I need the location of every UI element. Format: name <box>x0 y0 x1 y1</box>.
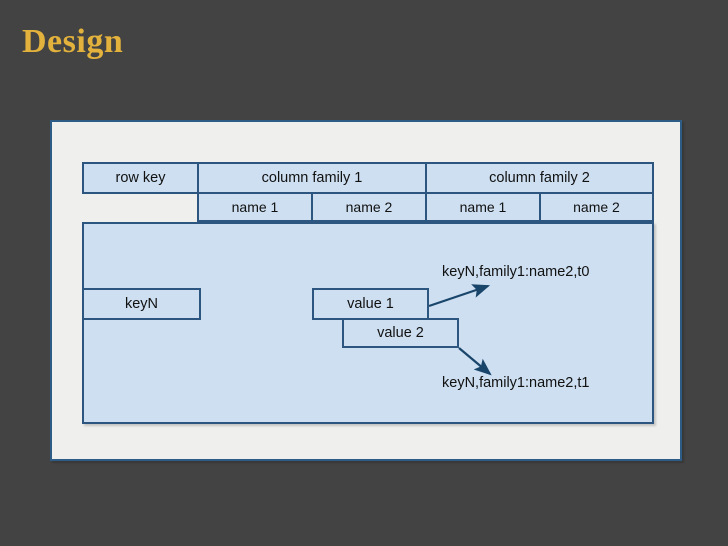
header-cell-column-family-2: column family 2 <box>425 162 654 194</box>
body-cell-value-1: value 1 <box>312 288 429 320</box>
body-cell-value-2: value 2 <box>342 318 459 348</box>
header-cell-row-key: row key <box>82 162 199 194</box>
header-cell-column-family-1: column family 1 <box>197 162 427 194</box>
header-cell-cf2-name-1: name 1 <box>425 192 541 222</box>
header-cell-cf1-name-2: name 2 <box>311 192 427 222</box>
diagram-frame: row key column family 1 column family 2 … <box>50 120 682 461</box>
diagram-body-panel: keyN,family1:name2,t0 keyN,family1:name2… <box>82 222 654 424</box>
body-cell-key: keyN <box>82 288 201 320</box>
annotation-t1-label: keyN,family1:name2,t1 <box>442 375 590 391</box>
header-cell-cf1-name-1: name 1 <box>197 192 313 222</box>
page-title: Design <box>22 23 124 60</box>
header-cell-cf2-name-2: name 2 <box>539 192 654 222</box>
annotation-t0-label: keyN,family1:name2,t0 <box>442 264 590 280</box>
